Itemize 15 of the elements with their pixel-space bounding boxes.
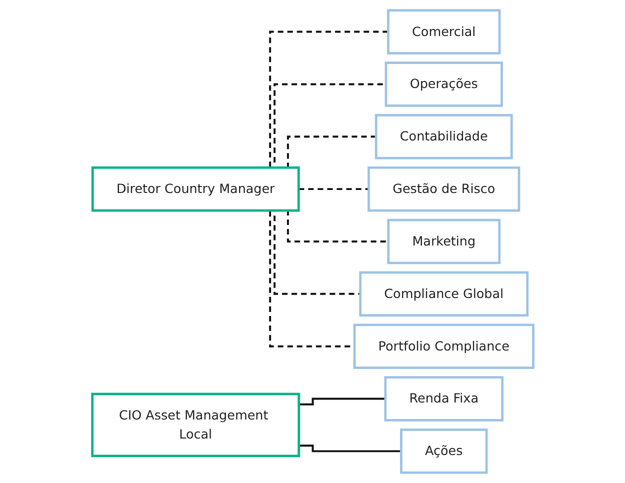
node-box <box>386 9 500 54</box>
node-box <box>367 166 520 212</box>
node-box <box>400 428 488 474</box>
node-box <box>352 324 534 369</box>
node-box <box>358 271 528 317</box>
connector <box>298 188 368 190</box>
node-box <box>374 114 513 160</box>
node-box <box>91 166 300 212</box>
connector <box>298 398 386 406</box>
node-box <box>384 62 503 107</box>
connector <box>298 444 401 452</box>
node-box <box>384 376 504 422</box>
node-box <box>386 218 500 264</box>
node-box <box>90 392 300 458</box>
org-chart-drawing: Diretor Country Manager Comercial Operações Contabilidade Gestão de Risco Marketing Compliance Global Portfolio Compliance CIO Asset Management Local Renda Fixa Ações <box>86 4 540 479</box>
